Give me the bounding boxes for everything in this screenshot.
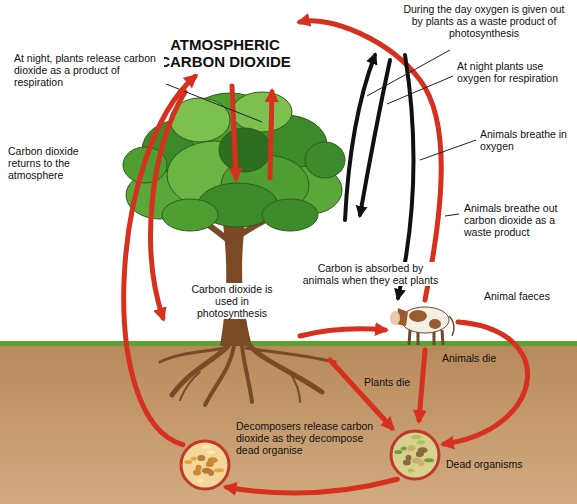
- circle-caption: Dead organisms: [446, 458, 566, 470]
- atmosphere-label: ATMOSPHERIC CARBON DIOXIDE: [150, 36, 300, 71]
- annotation-label: At night, plants release carbon dioxide …: [12, 52, 164, 88]
- organism-circle-node: Decomposers release carbon dioxide as th…: [178, 420, 390, 492]
- organism-texture: [191, 456, 197, 460]
- leader-line: [166, 50, 476, 216]
- organism-texture: [407, 445, 415, 451]
- leader-line: [367, 50, 450, 96]
- annotation-label: Animals die: [440, 352, 512, 364]
- tree-roots: [160, 346, 335, 405]
- organism-texture: [424, 458, 434, 462]
- organism-texture: [412, 435, 422, 439]
- soil: [0, 341, 577, 504]
- cow: [390, 311, 400, 325]
- annotation-label: Animals breathe out carbon dioxide as a …: [462, 202, 570, 238]
- tree-roots: [290, 372, 300, 402]
- annotation-label: Carbon dioxide returns to the atmosphere: [6, 145, 96, 181]
- organism-texture: [412, 458, 422, 464]
- organism-circle: [181, 441, 229, 489]
- organism-texture: [417, 440, 425, 444]
- organism-texture: [394, 450, 402, 454]
- organism-texture: [416, 451, 424, 457]
- cow: [449, 316, 454, 336]
- soil: [0, 345, 577, 504]
- tree-roots: [205, 346, 234, 405]
- organism-texture: [198, 478, 204, 482]
- organism-texture: [184, 460, 192, 464]
- annotation-label: Carbon is absorbed by animals when they …: [298, 262, 443, 286]
- flow-arrow: [232, 86, 236, 178]
- organism-texture: [408, 468, 414, 472]
- organism-texture: [206, 461, 214, 467]
- flow-arrow: [227, 479, 398, 493]
- organism-texture: [202, 445, 212, 449]
- tree-canopy: [305, 142, 345, 178]
- soil: [0, 341, 577, 346]
- flow-arrow: [124, 77, 195, 445]
- tree-canopy: [219, 128, 271, 172]
- leader-line: [445, 214, 459, 216]
- organism-texture: [406, 455, 412, 461]
- annotation-label: Animals breathe in oxygen: [478, 128, 570, 152]
- organism-texture: [214, 468, 224, 472]
- leader-line: [387, 76, 453, 104]
- organism-texture: [202, 468, 212, 474]
- tree-roots: [246, 348, 335, 362]
- circle-caption: Decomposers release carbon dioxide as th…: [236, 420, 386, 456]
- tree-canopy: [262, 199, 318, 231]
- tree-roots: [180, 372, 200, 400]
- annotation-label: At night plants use oxygen for respirati…: [455, 60, 567, 84]
- organism-circle: [178, 438, 232, 492]
- flow-arrow: [419, 350, 425, 420]
- organism-texture: [401, 446, 407, 450]
- organism-texture: [197, 455, 205, 461]
- flow-arrow: [360, 60, 390, 215]
- atmosphere-title: ATMOSPHERIC CARBON DIOXIDE: [150, 36, 300, 71]
- cow: [429, 319, 441, 329]
- cow: [409, 310, 427, 322]
- flow-arrow: [151, 92, 185, 318]
- leader-line: [420, 140, 476, 160]
- tree-roots: [160, 348, 224, 362]
- organism-texture: [207, 450, 215, 454]
- annotation-label: Carbon dioxide is used in photosynthesis: [182, 283, 282, 319]
- organism-circle: [391, 431, 439, 479]
- flow-arrow: [300, 329, 385, 336]
- cow: [409, 330, 443, 345]
- cow: [401, 307, 449, 333]
- annotation-label: During the day oxygen is given out by pl…: [398, 3, 570, 39]
- organism-circle-node: Dead organisms: [388, 428, 573, 484]
- flow-arrow: [444, 322, 528, 444]
- flow-arrow: [345, 55, 375, 220]
- annotation-label: Plants die: [362, 376, 428, 388]
- tree-canopy: [162, 199, 218, 231]
- organism-texture: [196, 465, 202, 471]
- cow: [390, 307, 454, 345]
- tree-roots: [242, 346, 252, 402]
- flow-arrow: [270, 92, 272, 178]
- tree-roots: [172, 346, 228, 395]
- flow-arrow: [330, 360, 392, 428]
- organism-circle: [388, 428, 442, 482]
- tree-canopy: [232, 92, 292, 132]
- annotation-label: Animal faeces: [482, 290, 562, 302]
- flow-arrow: [300, 21, 441, 300]
